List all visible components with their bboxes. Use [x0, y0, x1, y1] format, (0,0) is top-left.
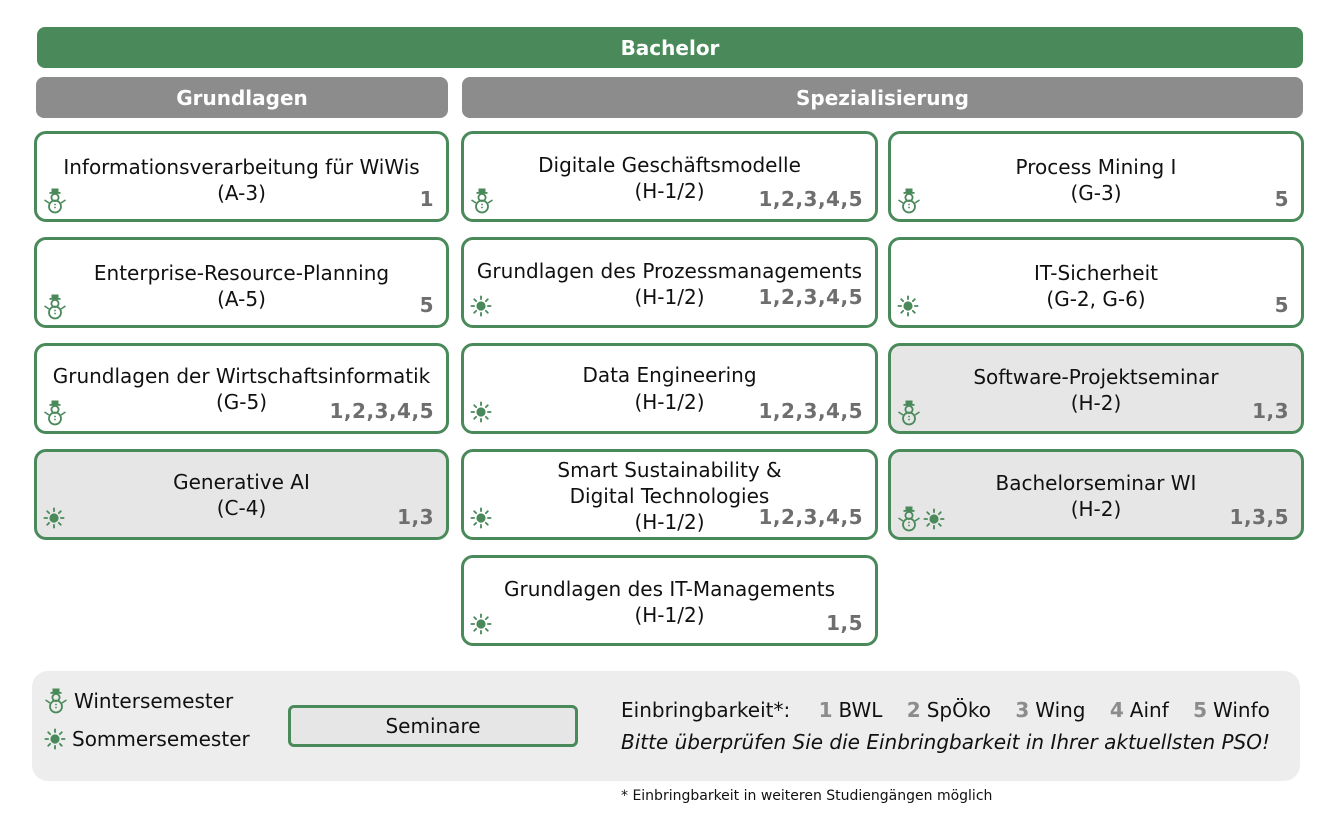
program-number: 3 — [1015, 698, 1030, 722]
snowman-icon — [897, 188, 921, 214]
einbringbarkeit-numbers: 1 — [419, 187, 434, 211]
module-code: (H-1/2) — [634, 390, 705, 414]
einbringbarkeit-numbers: 1,2,3,4,5 — [758, 505, 863, 529]
legend-winter: Wintersemester — [44, 688, 233, 714]
module-code: (H-1/2) — [634, 510, 705, 534]
module-title: Grundlagen des Prozessmanagements — [476, 259, 863, 283]
module-title: Software-Projektseminar — [973, 365, 1219, 389]
program-name: Wing — [1035, 698, 1086, 722]
einbringbarkeit-label: Einbringbarkeit*: — [621, 698, 791, 722]
section-header-grundlagen: Grundlagen — [36, 77, 448, 118]
legend-seminar: Seminare — [288, 705, 578, 747]
module-title: Grundlagen des IT-Managements — [503, 577, 836, 601]
module-code: (H-1/2) — [634, 603, 705, 627]
einbringbarkeit-numbers: 1,2,3,4,5 — [758, 187, 863, 211]
module-card[interactable]: Informationsverarbeitung für WiWis (A-3)… — [34, 131, 449, 222]
module-card[interactable]: Data Engineering (H-1/2) 1,2,3,4,5 — [461, 343, 878, 434]
snowman-icon — [43, 294, 67, 320]
module-title: Data Engineering — [582, 363, 757, 387]
program-number: 5 — [1193, 698, 1208, 722]
module-card[interactable]: IT-Sicherheit (G-2, G-6) 5 — [888, 237, 1304, 328]
module-title: IT-Sicherheit — [1034, 261, 1158, 285]
bachelor-header: Bachelor — [37, 27, 1303, 68]
module-card[interactable]: Digitale Geschäftsmodelle (H-1/2) 1,2,3,… — [461, 131, 878, 222]
module-code: (H-2) — [1070, 391, 1122, 415]
seminar-card[interactable]: Software-Projektseminar (H-2) 1,3 — [888, 343, 1304, 434]
legend-panel — [32, 671, 1300, 781]
module-code: (G-5) — [215, 390, 268, 414]
module-title: Informationsverarbeitung für WiWis — [63, 155, 420, 179]
sun-icon — [897, 295, 919, 317]
program-number: 4 — [1109, 698, 1124, 722]
module-code: (G-2, G-6) — [1046, 287, 1146, 311]
module-card[interactable]: Process Mining I (G-3) 5 — [888, 131, 1304, 222]
seminar-card[interactable]: Generative AI (C-4) 1,3 — [34, 449, 449, 540]
footnote: * Einbringbarkeit in weiteren Studiengän… — [621, 788, 993, 804]
einbringbarkeit-numbers: 1,2,3,4,5 — [758, 285, 863, 309]
module-card[interactable]: Enterprise-Resource-Planning (A-5) 5 — [34, 237, 449, 328]
snowman-icon — [44, 688, 68, 714]
snowman-icon — [897, 506, 921, 532]
sun-icon — [470, 401, 492, 423]
module-code: (A-5) — [217, 287, 266, 311]
sun-icon — [470, 507, 492, 529]
module-card[interactable]: Grundlagen des IT-Managements (H-1/2) 1,… — [461, 555, 878, 646]
snowman-icon — [470, 188, 494, 214]
program-number: 1 — [818, 698, 833, 722]
einbringbarkeit-numbers: 1,3 — [1252, 399, 1289, 423]
einbringbarkeit-numbers: 1,2,3,4,5 — [329, 399, 434, 423]
module-title: Enterprise-Resource-Planning — [93, 261, 390, 285]
einbringbarkeit-numbers: 5 — [1274, 293, 1289, 317]
einbringbarkeit-numbers: 1,5 — [826, 611, 863, 635]
einbringbarkeit-numbers: 1,3,5 — [1229, 505, 1289, 529]
module-code: (C-4) — [216, 496, 267, 520]
section-header-spezialisierung: Spezialisierung — [462, 77, 1303, 118]
einbringbarkeit-numbers: 5 — [419, 293, 434, 317]
seminar-card[interactable]: Bachelorseminar WI (H-2) 1,3,5 — [888, 449, 1304, 540]
module-title: Bachelorseminar WI — [995, 471, 1197, 495]
sun-icon — [470, 295, 492, 317]
pso-note: Bitte überprüfen Sie die Einbringbarkeit… — [621, 730, 1271, 754]
program-name: SpÖko — [926, 698, 991, 722]
program-name: BWL — [838, 698, 883, 722]
sun-icon — [44, 728, 66, 750]
einbringbarkeit-numbers: 1,2,3,4,5 — [758, 399, 863, 423]
einbringbarkeit-numbers: 5 — [1274, 187, 1289, 211]
module-title: Process Mining I — [1015, 155, 1177, 179]
module-title: Digitale Geschäftsmodelle — [538, 153, 801, 177]
module-code: (H-1/2) — [634, 179, 705, 203]
module-code: (H-2) — [1070, 497, 1122, 521]
einbringbarkeit-numbers: 1,3 — [397, 505, 434, 529]
module-card[interactable]: Grundlagen des Prozessmanagements (H-1/2… — [461, 237, 878, 328]
program-name: Winfo — [1213, 698, 1270, 722]
module-title: Grundlagen der Wirtschaftsinformatik — [52, 364, 431, 388]
module-code: (A-3) — [217, 181, 266, 205]
snowman-icon — [43, 188, 67, 214]
module-card[interactable]: Smart Sustainability & Digital Technolog… — [461, 449, 878, 540]
module-code: (G-3) — [1070, 181, 1122, 205]
legend-summer: Sommersemester — [44, 727, 250, 751]
sun-icon — [470, 613, 492, 635]
module-card[interactable]: Grundlagen der Wirtschaftsinformatik (G-… — [34, 343, 449, 434]
module-title: Generative AI — [173, 470, 310, 494]
module-title-line-1: Smart Sustainability & — [557, 458, 782, 482]
snowman-icon — [43, 400, 67, 426]
snowman-icon — [897, 400, 921, 426]
legend-summer-label: Sommersemester — [72, 727, 250, 751]
module-title-line-2: Digital Technologies — [569, 484, 770, 508]
sun-icon — [923, 508, 945, 532]
sun-icon — [43, 507, 65, 529]
legend-winter-label: Wintersemester — [74, 689, 234, 713]
program-number: 2 — [906, 698, 921, 722]
module-code: (H-1/2) — [634, 285, 705, 309]
program-name: Ainf — [1129, 698, 1169, 722]
